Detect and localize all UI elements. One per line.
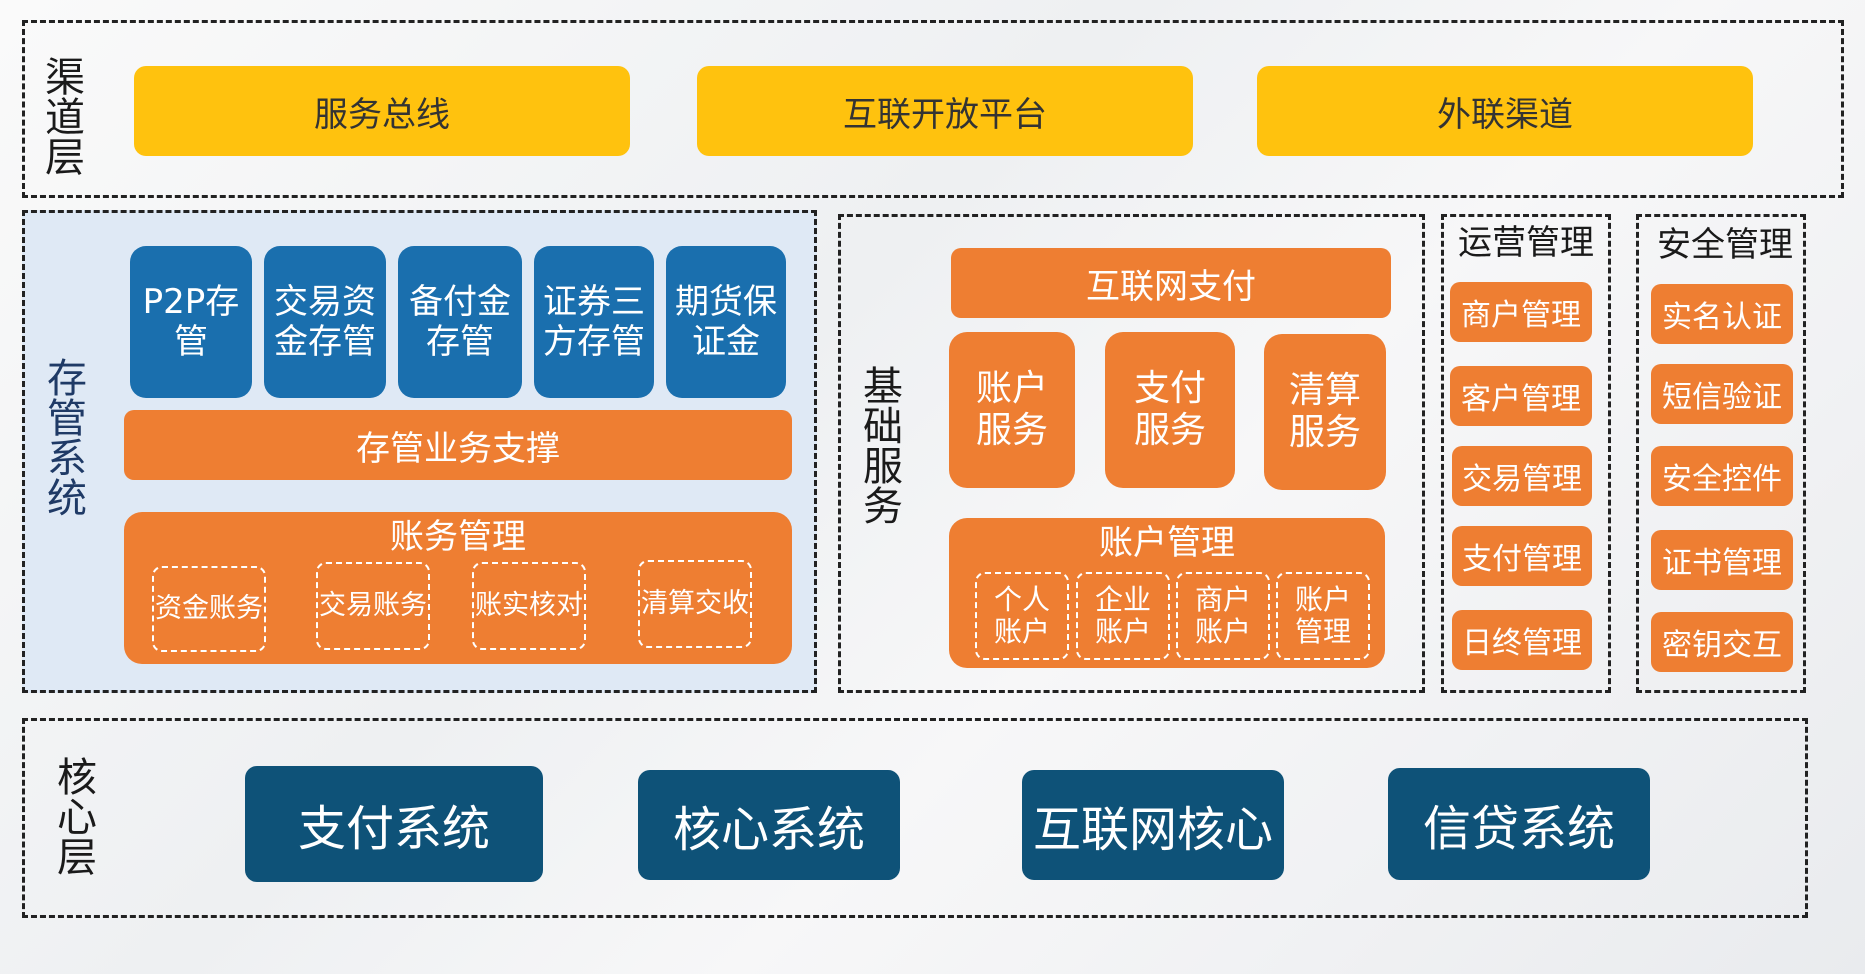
ops-item-merchant: 商户管理 xyxy=(1450,282,1592,342)
core-layer-label: 核心层 xyxy=(50,756,96,876)
custody-tile-trade-funds: 交易资金存管 xyxy=(264,246,386,398)
sec-item-certificate: 证书管理 xyxy=(1651,530,1793,590)
basic-services-frame xyxy=(838,214,1425,693)
core-core-system: 核心系统 xyxy=(638,770,900,880)
accounting-item-settlement: 清算交收 xyxy=(638,560,752,648)
account-item-merchant: 商户账户 xyxy=(1176,572,1270,660)
accounting-item-trade: 交易账务 xyxy=(316,562,430,650)
account-item-enterprise: 企业账户 xyxy=(1076,572,1170,660)
core-credit-system: 信贷系统 xyxy=(1388,768,1650,880)
internet-payment-bar: 互联网支付 xyxy=(951,248,1391,318)
ops-item-payment: 支付管理 xyxy=(1452,526,1592,586)
sec-item-control: 安全控件 xyxy=(1651,446,1793,506)
accounting-mgmt-title: 账务管理 xyxy=(390,517,526,557)
external-channel-box: 外联渠道 xyxy=(1257,66,1753,156)
channel-layer-label: 渠道层 xyxy=(38,56,84,176)
channel-layer-frame xyxy=(22,20,1844,198)
payment-service-tile: 支付服务 xyxy=(1105,332,1235,488)
account-mgmt-title: 账户管理 xyxy=(1099,523,1235,563)
sec-item-key-exchange: 密钥交互 xyxy=(1651,612,1793,672)
operations-title: 运营管理 xyxy=(1458,223,1594,263)
security-frame xyxy=(1636,214,1806,693)
security-title: 安全管理 xyxy=(1657,225,1793,265)
ops-item-customer: 客户管理 xyxy=(1450,366,1592,426)
custody-tile-reserve: 备付金存管 xyxy=(398,246,522,398)
account-service-tile: 账户服务 xyxy=(949,332,1075,488)
operations-frame xyxy=(1441,214,1611,693)
ops-item-trade: 交易管理 xyxy=(1452,446,1592,506)
custody-support-bar: 存管业务支撑 xyxy=(124,410,792,480)
core-internet-core: 互联网核心 xyxy=(1022,770,1284,880)
sec-item-sms: 短信验证 xyxy=(1651,364,1793,424)
core-layer-frame xyxy=(22,718,1808,918)
ops-item-eod: 日终管理 xyxy=(1452,610,1592,670)
account-item-personal: 个人账户 xyxy=(975,572,1069,660)
open-platform-box: 互联开放平台 xyxy=(697,66,1193,156)
account-item-account-mgmt: 账户管理 xyxy=(1276,572,1370,660)
account-mgmt-panel xyxy=(949,518,1385,668)
accounting-mgmt-panel xyxy=(124,512,792,664)
core-payment-system: 支付系统 xyxy=(245,766,543,882)
custody-tile-p2p: P2P存管 xyxy=(130,246,252,398)
custody-system-label: 存管系统 xyxy=(40,357,86,517)
accounting-item-funds: 资金账务 xyxy=(152,566,266,652)
clearing-service-tile: 清算服务 xyxy=(1264,334,1386,490)
basic-services-label: 基础服务 xyxy=(856,365,902,525)
sec-item-realname: 实名认证 xyxy=(1651,284,1793,344)
service-bus-box: 服务总线 xyxy=(134,66,630,156)
custody-tile-futures: 期货保证金 xyxy=(666,246,786,398)
accounting-item-reconcile: 账实核对 xyxy=(472,562,586,650)
custody-tile-securities: 证券三方存管 xyxy=(534,246,654,398)
